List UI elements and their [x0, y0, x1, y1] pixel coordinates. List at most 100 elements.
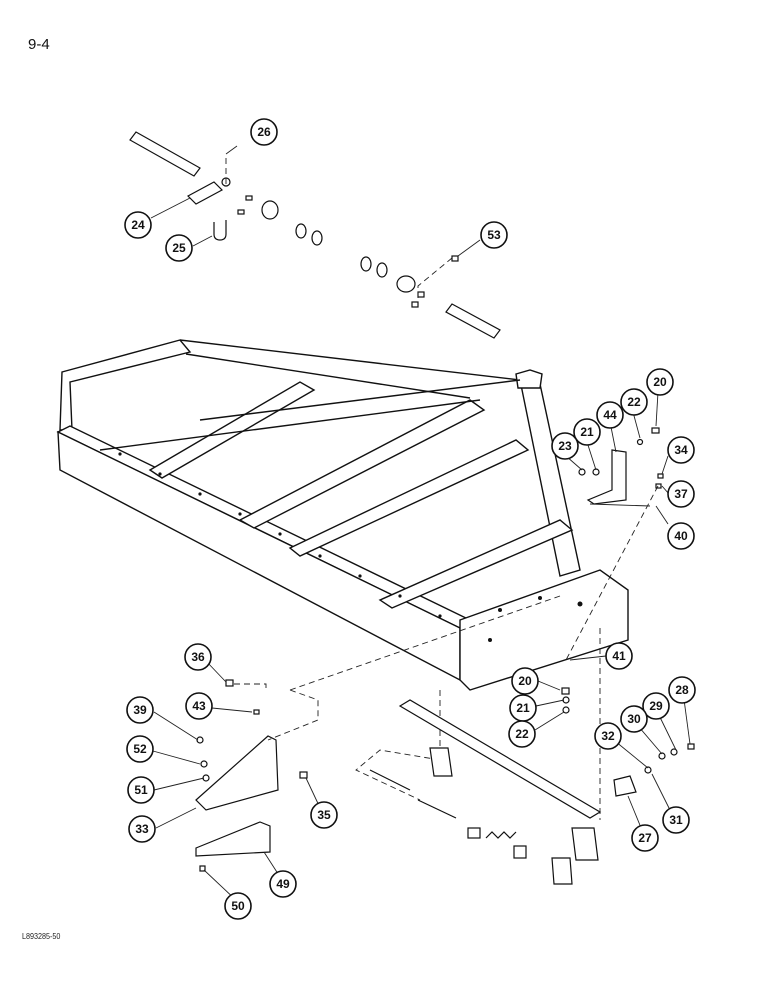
- svg-text:40: 40: [674, 529, 688, 543]
- callout-30: 30: [620, 705, 648, 733]
- washer-part: [311, 230, 323, 246]
- svg-text:24: 24: [131, 218, 145, 232]
- svg-text:30: 30: [627, 712, 641, 726]
- spring-part: [485, 831, 517, 839]
- side-bracket-part: [195, 735, 279, 811]
- washer-part: [658, 752, 666, 760]
- bracket-edge: [589, 503, 651, 507]
- washer-part: [670, 748, 678, 756]
- washer-part: [636, 438, 644, 446]
- inner-rail: [99, 399, 481, 451]
- alignment-line: [417, 257, 453, 300]
- callout-28: 28: [668, 676, 696, 704]
- spring-seat-part: [467, 827, 481, 839]
- svg-text:49: 49: [276, 877, 290, 891]
- nut-part: [644, 766, 652, 774]
- alignment-line: [355, 690, 441, 801]
- callout-23: 23: [551, 432, 579, 460]
- callout-49: 49: [269, 870, 297, 898]
- clevis-part: [187, 181, 223, 205]
- rear-beam-lower: [185, 353, 471, 399]
- callout-51: 51: [127, 776, 155, 804]
- bushing-part: [261, 200, 279, 220]
- frame-holes: [118, 452, 583, 642]
- figure-reference: L893285-50: [22, 932, 61, 941]
- svg-text:25: 25: [172, 241, 186, 255]
- callouts: 26 24 25 53 20 22 44 21 23 34 37 40 41 2…: [124, 118, 696, 920]
- callout-34: 34: [667, 436, 695, 464]
- pin-part: [253, 709, 260, 715]
- washer-part: [295, 223, 307, 239]
- left-end-plate: [59, 339, 192, 431]
- bolt-part: [237, 209, 245, 215]
- bottom-right-group: [369, 628, 695, 885]
- callout-24: 24: [124, 211, 152, 239]
- callout-22: 22: [620, 388, 648, 416]
- washer-part: [562, 706, 570, 714]
- washer-part: [376, 262, 388, 278]
- callout-22b: 22: [508, 720, 536, 748]
- callout-53: 53: [480, 221, 508, 249]
- svg-text:21: 21: [516, 701, 530, 715]
- rod-segment: [417, 799, 457, 819]
- callout-21b: 21: [509, 694, 537, 722]
- bolt-part: [225, 679, 234, 687]
- svg-text:50: 50: [231, 899, 245, 913]
- right-bracket-group: [565, 427, 664, 661]
- u-bolt-part: [213, 220, 227, 241]
- svg-text:43: 43: [192, 699, 206, 713]
- bolt-part: [657, 473, 664, 479]
- rod-segment: [369, 769, 411, 791]
- callout-29: 29: [642, 692, 670, 720]
- svg-text:31: 31: [669, 813, 683, 827]
- rod-left: [129, 131, 201, 177]
- svg-text:37: 37: [674, 487, 688, 501]
- callout-31: 31: [662, 806, 690, 834]
- cross-member-1: [148, 381, 316, 479]
- washer-part: [360, 256, 372, 272]
- svg-text:28: 28: [675, 683, 689, 697]
- nut-part: [578, 468, 586, 476]
- bolt-part: [417, 291, 425, 298]
- washer-part: [200, 760, 208, 768]
- svg-text:26: 26: [257, 125, 271, 139]
- rod-right: [445, 303, 501, 339]
- svg-text:33: 33: [135, 822, 149, 836]
- callout-37: 37: [667, 480, 695, 508]
- bolt-part: [651, 427, 660, 434]
- bolt-part: [411, 301, 419, 308]
- inner-rail: [199, 379, 521, 421]
- clip-part: [613, 775, 637, 797]
- spring-seat-part: [513, 845, 527, 859]
- callout-36: 36: [184, 643, 212, 671]
- washer-part: [196, 736, 204, 744]
- callout-43: 43: [185, 692, 213, 720]
- bottom-left-group: [195, 595, 561, 872]
- svg-text:34: 34: [674, 443, 688, 457]
- main-frame: [56, 339, 629, 691]
- bolt-part: [451, 255, 459, 262]
- tower: [515, 369, 543, 389]
- front-beam-side: [57, 430, 461, 682]
- cross-member-3: [288, 439, 530, 557]
- svg-text:36: 36: [191, 650, 205, 664]
- svg-text:20: 20: [518, 674, 532, 688]
- lower-bracket-part: [195, 821, 271, 857]
- callout-20: 20: [646, 368, 674, 396]
- svg-text:21: 21: [580, 425, 594, 439]
- svg-text:51: 51: [134, 783, 148, 797]
- svg-text:29: 29: [649, 699, 663, 713]
- alignment-line: [267, 689, 319, 741]
- svg-text:22: 22: [515, 727, 529, 741]
- page-number: 9-4: [28, 36, 50, 53]
- callout-33: 33: [128, 815, 156, 843]
- svg-text:27: 27: [638, 831, 652, 845]
- bolt-part: [199, 865, 206, 872]
- svg-text:32: 32: [601, 729, 615, 743]
- callout-40: 40: [667, 522, 695, 550]
- callout-52: 52: [126, 735, 154, 763]
- bolt-part: [687, 743, 695, 750]
- alignment-line: [565, 485, 659, 661]
- alignment-line: [289, 595, 561, 691]
